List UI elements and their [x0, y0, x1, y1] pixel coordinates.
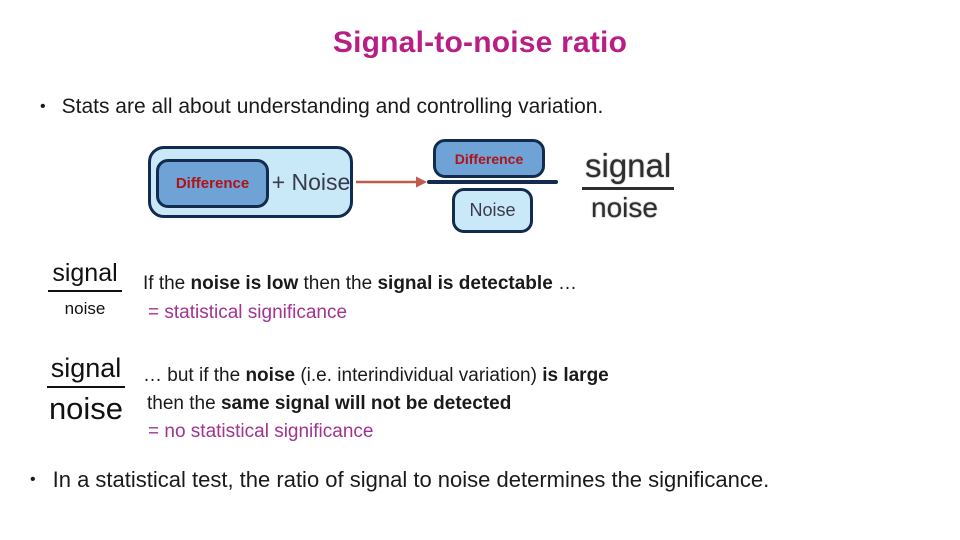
- bullet-bottom: • In a statistical test, the ratio of si…: [30, 466, 950, 493]
- bullet-top: • Stats are all about understanding and …: [40, 94, 920, 120]
- bullet-glyph: •: [40, 98, 46, 115]
- ratio-numerator-label: Difference: [454, 150, 524, 167]
- handwritten-signal: signal: [582, 147, 675, 190]
- bullet-glyph: •: [30, 471, 36, 488]
- bullet-bottom-text: In a statistical test, the ratio of sign…: [52, 467, 770, 492]
- ratio-denominator-label: Noise: [469, 200, 516, 220]
- fraction-low-noise: signal noise: [40, 259, 130, 319]
- fraction-low-denominator: noise: [64, 299, 106, 318]
- high-noise-text: … but if the noise (i.e. interindividual…: [143, 362, 743, 446]
- handwritten-noise: noise: [591, 192, 658, 223]
- high-noise-line2: then the same signal will not be detecte…: [147, 393, 512, 414]
- low-noise-text: If the noise is low then the signal is d…: [143, 269, 703, 327]
- plus-noise-label: + Noise: [271, 168, 351, 195]
- sum-box: Difference + Noise: [148, 146, 353, 218]
- right-arrow-icon: [356, 176, 427, 188]
- ratio-numerator-box: Difference: [433, 139, 545, 178]
- fraction-high-numerator: signal: [46, 353, 126, 388]
- difference-label: Difference: [175, 175, 250, 192]
- fraction-bar: [427, 180, 558, 184]
- fraction-high-denominator: noise: [48, 391, 124, 426]
- ratio-denominator-box: Noise: [452, 188, 533, 233]
- fraction-high-noise: signal noise: [36, 353, 136, 427]
- bullet-top-text: Stats are all about understanding and co…: [61, 95, 604, 118]
- page-title: Signal-to-noise ratio: [332, 26, 628, 59]
- fraction-low-numerator: signal: [48, 259, 122, 292]
- difference-box: Difference: [156, 159, 269, 208]
- low-noise-line1: If the noise is low then the signal is d…: [143, 273, 578, 294]
- high-noise-line1: … but if the noise (i.e. interindividual…: [143, 365, 609, 386]
- high-noise-equals: = no statistical significance: [148, 421, 374, 442]
- low-noise-equals: = statistical significance: [148, 302, 348, 323]
